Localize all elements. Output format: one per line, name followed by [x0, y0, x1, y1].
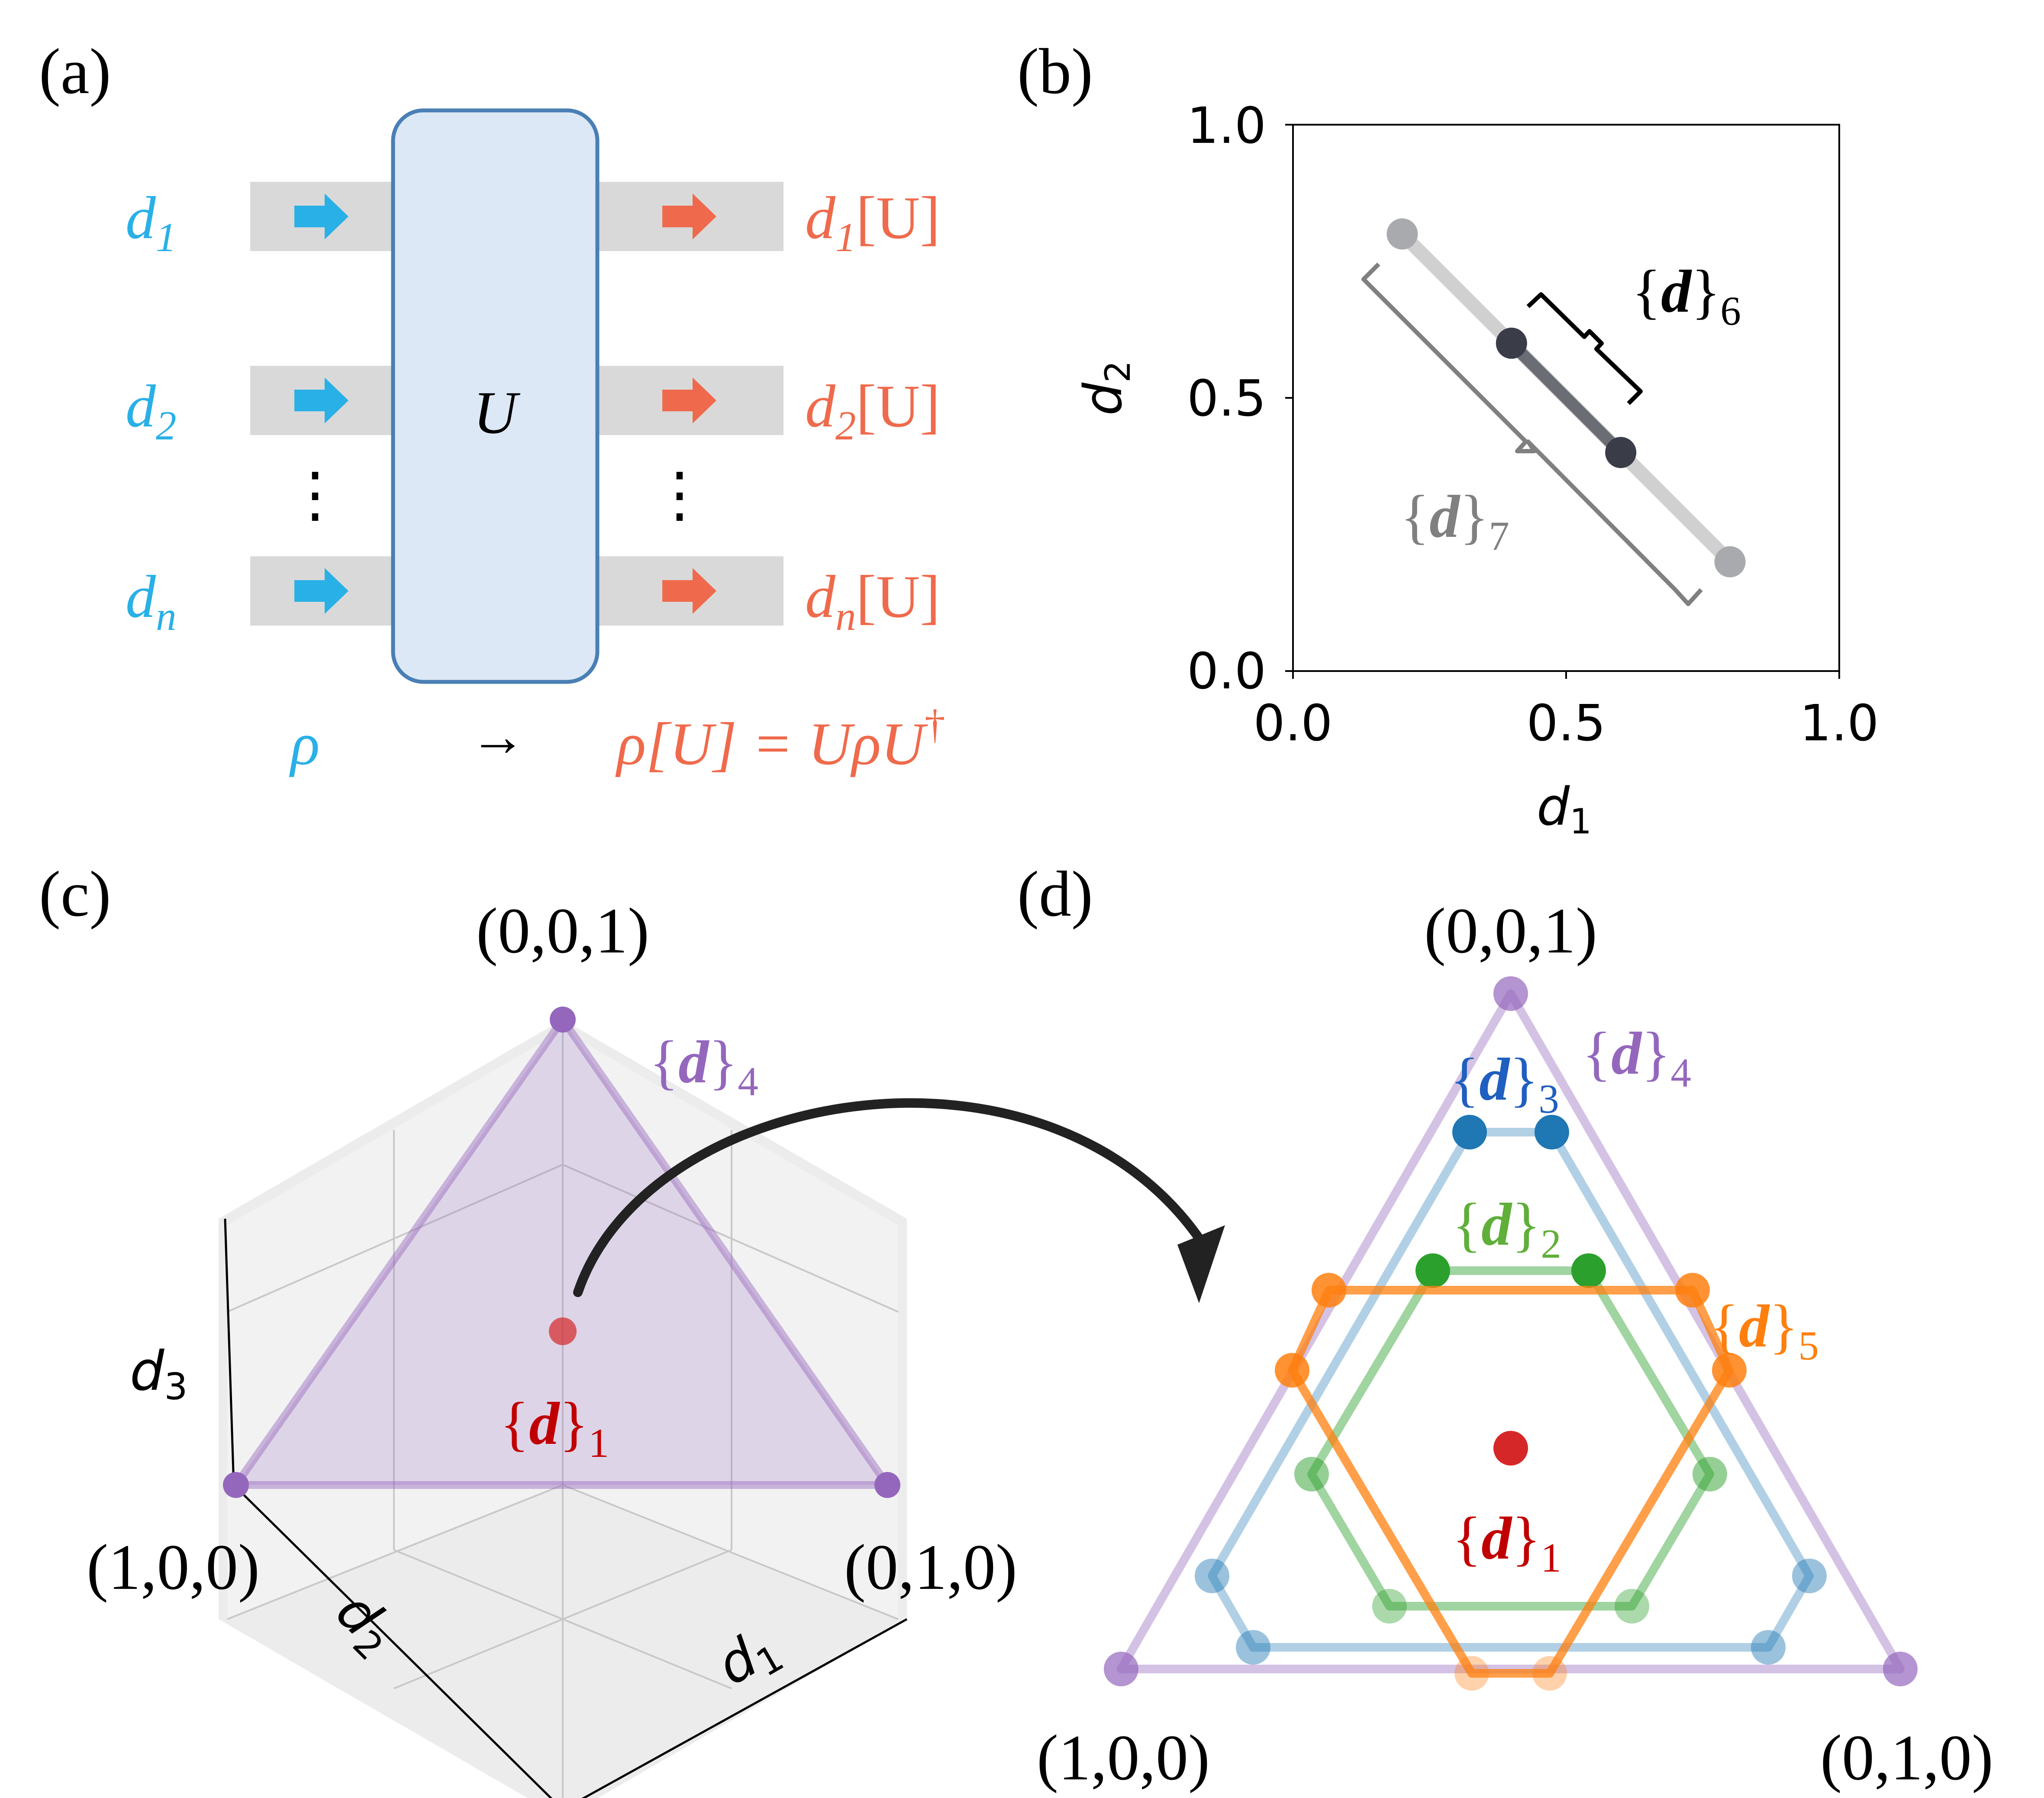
vertex-top-label: (0,0,1): [1424, 895, 1597, 967]
unitary-box: [391, 108, 600, 684]
input-label-2: d2: [126, 373, 177, 449]
orbit-d2-points: [1294, 1253, 1727, 1624]
label-d7: {d}7: [1400, 483, 1509, 559]
panel-d: (d): [1017, 858, 1993, 1794]
x-tick-05: 0.5: [1527, 694, 1606, 752]
panel-a: (a) U d1 d2 dn: [39, 36, 945, 778]
orbit-d5: [1288, 1286, 1734, 1678]
series-1-point-1: [1386, 218, 1418, 250]
label-d2: {d}2: [1452, 1191, 1561, 1267]
brace-d6: [1526, 292, 1643, 405]
label-d3: {d}3: [1450, 1046, 1559, 1122]
orbit-d5-points: [1275, 1273, 1747, 1691]
panel-b: (b) 0.0 0.5 1.0 0.0 0.5 1.0 d1 d2 {d}6 {…: [1017, 36, 1879, 842]
arrow-right-icon: [294, 378, 348, 423]
panel-label-b: (b): [1017, 36, 1093, 107]
arrowhead-icon: [1177, 1225, 1225, 1303]
axis-label-d3: d3: [130, 1340, 187, 1408]
arrow-right-icon: [294, 194, 348, 239]
y-axis-label: d2: [1074, 361, 1138, 416]
y-tick-05: 0.5: [1187, 370, 1266, 428]
label-d4: {d}4: [649, 1029, 758, 1104]
input-arrows: [294, 194, 348, 614]
series-2-point-1: [1496, 327, 1527, 359]
arrow-right-icon: [662, 194, 716, 239]
simplex-triangle: [228, 1013, 895, 1489]
axis-lines: [224, 1218, 908, 1798]
vertex-left-label: (1,0,0): [1037, 1722, 1210, 1794]
ellipsis-out: ⋮: [649, 462, 710, 529]
orbit-d4-points: [1104, 976, 1918, 1686]
arrow-right-icon: [662, 378, 716, 423]
series-line-2: [1507, 339, 1625, 457]
vertex-left-label: (1,0,0): [87, 1531, 260, 1603]
x-tick-1: 1.0: [1800, 694, 1879, 752]
brace-d7: [1361, 262, 1703, 606]
grid-lines: [227, 1030, 899, 1798]
panel-label-c: (c): [39, 858, 111, 930]
plot-marks: [1386, 218, 1746, 578]
orbit-d1-point: [1493, 1431, 1528, 1466]
map-arrow: →: [470, 706, 526, 768]
arrow-right-icon: [662, 568, 716, 614]
panel-c: (c) (0,0,1): [39, 858, 1225, 1798]
label-d5: {d}5: [1710, 1293, 1819, 1369]
series-2-point-2: [1605, 437, 1637, 468]
ellipsis-in: ⋮: [285, 462, 345, 529]
rho-output: ρ[U] = UρU†: [615, 701, 945, 778]
vertex-right-label: (0,1,0): [844, 1531, 1017, 1603]
label-d6: {d}6: [1632, 258, 1741, 334]
output-label-n: dn[U]: [805, 563, 940, 639]
vertex-top-label: (0,0,1): [476, 895, 649, 967]
x-axis-label: d1: [1537, 777, 1592, 842]
label-d1: {d}1: [1452, 1505, 1561, 1581]
output-arrows: [662, 194, 716, 614]
unitary-label: U: [473, 379, 520, 446]
arrow-right-icon: [294, 568, 348, 614]
y-tick-0: 0.0: [1187, 642, 1266, 700]
x-tick-0: 0.0: [1254, 694, 1333, 752]
ticks: [1285, 124, 1840, 679]
orbit-d3-points: [1195, 1115, 1827, 1665]
rho-input: ρ: [289, 710, 319, 778]
output-label-2: d2[U]: [805, 373, 940, 449]
panel-label-a: (a): [39, 36, 111, 107]
label-d4: {d}4: [1582, 1020, 1691, 1096]
input-label-n: dn: [126, 563, 177, 639]
label-d1: {d}1: [500, 1390, 609, 1466]
output-label-1: d1[U]: [805, 184, 940, 260]
vertex-dot: [223, 1472, 249, 1498]
vertex-dot: [550, 1007, 576, 1033]
projection-arrow: [573, 1098, 1212, 1297]
maximally-mixed-point: [549, 1317, 577, 1345]
panel-label-d: (d): [1017, 858, 1093, 930]
vertex-dot: [874, 1472, 900, 1498]
vertex-right-label: (0,1,0): [1820, 1722, 1993, 1794]
y-tick-1: 1.0: [1187, 97, 1266, 155]
series-1-point-2: [1714, 546, 1746, 578]
input-label-1: d1: [126, 184, 177, 260]
